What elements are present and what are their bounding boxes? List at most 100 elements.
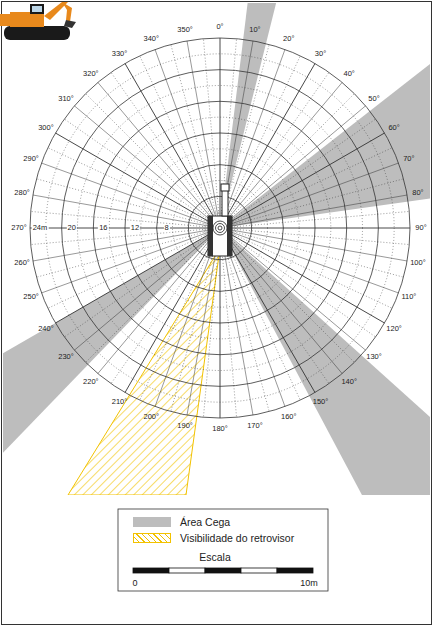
- range-label: 12: [130, 224, 140, 232]
- bearing-line: [220, 38, 221, 220]
- bearing-line: [125, 235, 216, 393]
- bearing-label: 50°: [368, 95, 379, 103]
- legend-swatch: [133, 517, 171, 527]
- bearing-label: 60°: [388, 124, 399, 132]
- blind-area: [220, 228, 430, 495]
- bearing-line: [228, 231, 399, 293]
- bearing-label: 160°: [281, 413, 297, 421]
- bearing-label: 230°: [58, 353, 74, 361]
- bearing-line: [140, 56, 217, 221]
- bearing-line: [41, 163, 212, 225]
- bearing-label: 210°: [112, 398, 128, 406]
- bearing-line: [171, 44, 218, 220]
- bearing-label: 310°: [58, 95, 74, 103]
- bearing-label: 200°: [143, 413, 159, 421]
- bearing-line: [228, 211, 409, 227]
- bearing-line: [224, 63, 315, 221]
- bearing-line: [222, 44, 269, 220]
- bearing-label: 220°: [83, 378, 99, 386]
- range-label: 20: [66, 224, 76, 232]
- bearing-line: [227, 133, 385, 224]
- bearing-line: [74, 106, 213, 223]
- bearing-label: 130°: [366, 353, 382, 361]
- scale-value: 10m: [300, 579, 318, 588]
- bearing-line: [111, 72, 215, 221]
- bearing-line: [86, 94, 215, 223]
- bearing-line: [64, 119, 213, 223]
- bearing-line: [228, 179, 404, 226]
- bearing-line: [55, 133, 213, 224]
- range-label: 16: [98, 224, 108, 232]
- scale-bar: [133, 568, 313, 573]
- bearing-line: [140, 235, 217, 400]
- bearing-line: [221, 39, 237, 220]
- bearing-label: 30°: [315, 50, 326, 58]
- bearing-label: 100°: [410, 259, 426, 267]
- bearing-line: [227, 148, 392, 225]
- bearing-label: 300°: [38, 124, 54, 132]
- bearing-line: [221, 41, 253, 220]
- range-label: 8: [164, 224, 170, 232]
- bearing-label: 280°: [14, 189, 30, 197]
- bearing-label: 180°: [212, 425, 228, 433]
- bearing-line: [225, 234, 342, 373]
- bearing-line: [226, 94, 355, 223]
- bearing-line: [227, 231, 392, 308]
- blind-area: [220, 3, 430, 228]
- bearing-label: 110°: [401, 293, 416, 301]
- bearing-line: [228, 230, 404, 277]
- bearing-line: [228, 228, 410, 229]
- scale-title: Escala: [199, 552, 231, 563]
- bearing-label: 0°: [216, 23, 223, 31]
- bearing-line: [223, 49, 285, 220]
- bearing-line: [187, 236, 219, 415]
- bearing-label: 250°: [23, 293, 39, 301]
- bearing-label: 80°: [412, 189, 423, 197]
- bearing-line: [221, 236, 253, 415]
- bearing-label: 330°: [112, 50, 128, 58]
- bearing-line: [228, 229, 409, 245]
- bearing-line: [48, 148, 213, 225]
- range-ring: [30, 38, 410, 418]
- bearing-line: [31, 229, 212, 245]
- bearing-line: [41, 231, 212, 293]
- legend-text: Área Cega: [180, 517, 230, 528]
- bearing-label: 40°: [344, 70, 355, 78]
- bearing-line: [226, 106, 365, 223]
- excavator-icon: [0, 2, 76, 40]
- bearing-line: [224, 235, 315, 393]
- bearing-line: [225, 82, 342, 221]
- bearing-line: [221, 236, 237, 417]
- bearing-line: [31, 211, 212, 227]
- bearing-line: [36, 179, 212, 226]
- bearing-line: [171, 236, 218, 412]
- bearing-line: [33, 195, 212, 227]
- bearing-line: [36, 230, 212, 277]
- bearing-line: [226, 233, 365, 350]
- bearing-line: [225, 72, 329, 221]
- bearing-label: 350°: [177, 26, 193, 34]
- bearing-line: [98, 234, 215, 373]
- bearing-line: [223, 236, 285, 407]
- legend-text: Visibilidade do retrovisor: [180, 533, 294, 544]
- bearing-label: 140°: [341, 378, 357, 386]
- bearing-line: [155, 236, 217, 407]
- bearing-line: [222, 236, 269, 412]
- bearing-line: [155, 49, 217, 220]
- bearing-line: [30, 228, 212, 229]
- bearing-line: [220, 236, 221, 418]
- bearing-line: [55, 232, 213, 323]
- bearing-line: [111, 235, 215, 384]
- bearing-label: 70°: [403, 156, 414, 164]
- machine-plan: [208, 184, 232, 256]
- legend-box: [118, 509, 328, 591]
- bearing-line: [33, 229, 212, 261]
- bearing-line: [223, 235, 300, 400]
- bearing-label: 20°: [283, 35, 294, 43]
- bearing-line: [187, 41, 219, 220]
- bearing-line: [228, 163, 399, 225]
- bearing-label: 320°: [83, 70, 99, 78]
- bearing-label: 90°: [415, 224, 426, 232]
- bearing-label: 270°: [11, 224, 27, 232]
